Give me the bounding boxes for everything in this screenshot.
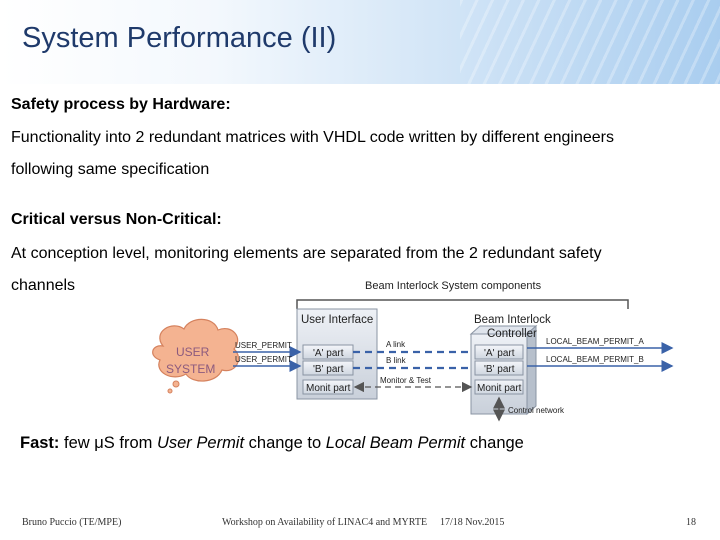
paragraph-2-line-1: At conception level, monitoring elements…: [11, 245, 602, 262]
components-bracket: [296, 299, 629, 309]
fast-statement: Fast: few μS from User Permit change to …: [20, 434, 524, 453]
ui-monit-part-label: Monit part: [306, 383, 351, 394]
user-system-cloud: [152, 318, 239, 394]
ui-b-part-label: 'B' part: [313, 364, 344, 375]
heading-safety-process: Safety process by Hardware:: [11, 96, 231, 113]
user-permit-label-1: USER_PERMIT: [235, 341, 292, 350]
page-number: 18: [686, 517, 696, 528]
footer-event: Workshop on Availability of LINAC4 and M…: [222, 517, 428, 528]
ctrl-a-part-box: [474, 344, 524, 360]
paragraph-2-line-2: channels: [11, 277, 76, 294]
a-link-label: A link: [386, 340, 406, 349]
ctrl-monit-part-label: Monit part: [477, 383, 522, 394]
fast-text-1: few μS from: [64, 434, 153, 452]
ctrl-monit-part-box: [474, 379, 524, 395]
local-beam-permit-a-label: LOCAL_BEAM_PERMIT_A: [546, 337, 644, 346]
controller-label-line-1: Beam Interlock: [474, 314, 551, 326]
ui-monit-part-box: [302, 379, 354, 395]
user-interface-label: User Interface: [301, 314, 373, 326]
controller-label-line-2: Controller: [487, 328, 537, 340]
local-beam-permit-b-label: LOCAL_BEAM_PERMIT_B: [546, 355, 644, 364]
ctrl-b-part-box: [474, 360, 524, 376]
ctrl-a-part-label: 'A' part: [484, 348, 515, 359]
fast-user-permit: User Permit: [156, 434, 245, 452]
paragraph-1-line-1: Functionality into 2 redundant matrices …: [11, 129, 614, 146]
footer-author: Bruno Puccio (TE/MPE): [22, 517, 122, 528]
fast-text-3: change: [469, 434, 524, 452]
fast-local-beam-permit: Local Beam Permit: [325, 434, 466, 452]
slide-title: System Performance (II): [22, 22, 337, 54]
title-bar: System Performance (II): [0, 0, 720, 84]
heading-critical: Critical versus Non-Critical:: [11, 211, 222, 228]
diagram-title: Beam Interlock System components: [365, 280, 542, 292]
ui-a-part-label: 'A' part: [313, 348, 344, 359]
paragraph-1-line-2: following same specification: [11, 161, 210, 178]
fast-label: Fast:: [20, 434, 60, 452]
cloud-label-line-2: SYSTEM: [166, 362, 215, 376]
user-permit-label-2: USER_PERMIT: [235, 355, 292, 364]
b-link-label: B link: [386, 356, 407, 365]
fast-text-2: change to: [248, 434, 322, 452]
control-network-label: Control network: [508, 406, 565, 415]
ctrl-b-part-label: 'B' part: [484, 364, 515, 375]
footer-date: 17/18 Nov.2015: [440, 517, 505, 528]
monitor-test-label: Monitor & Test: [380, 376, 432, 385]
title-bar-decoration: [460, 0, 720, 84]
cloud-label-line-1: USER: [176, 345, 210, 359]
